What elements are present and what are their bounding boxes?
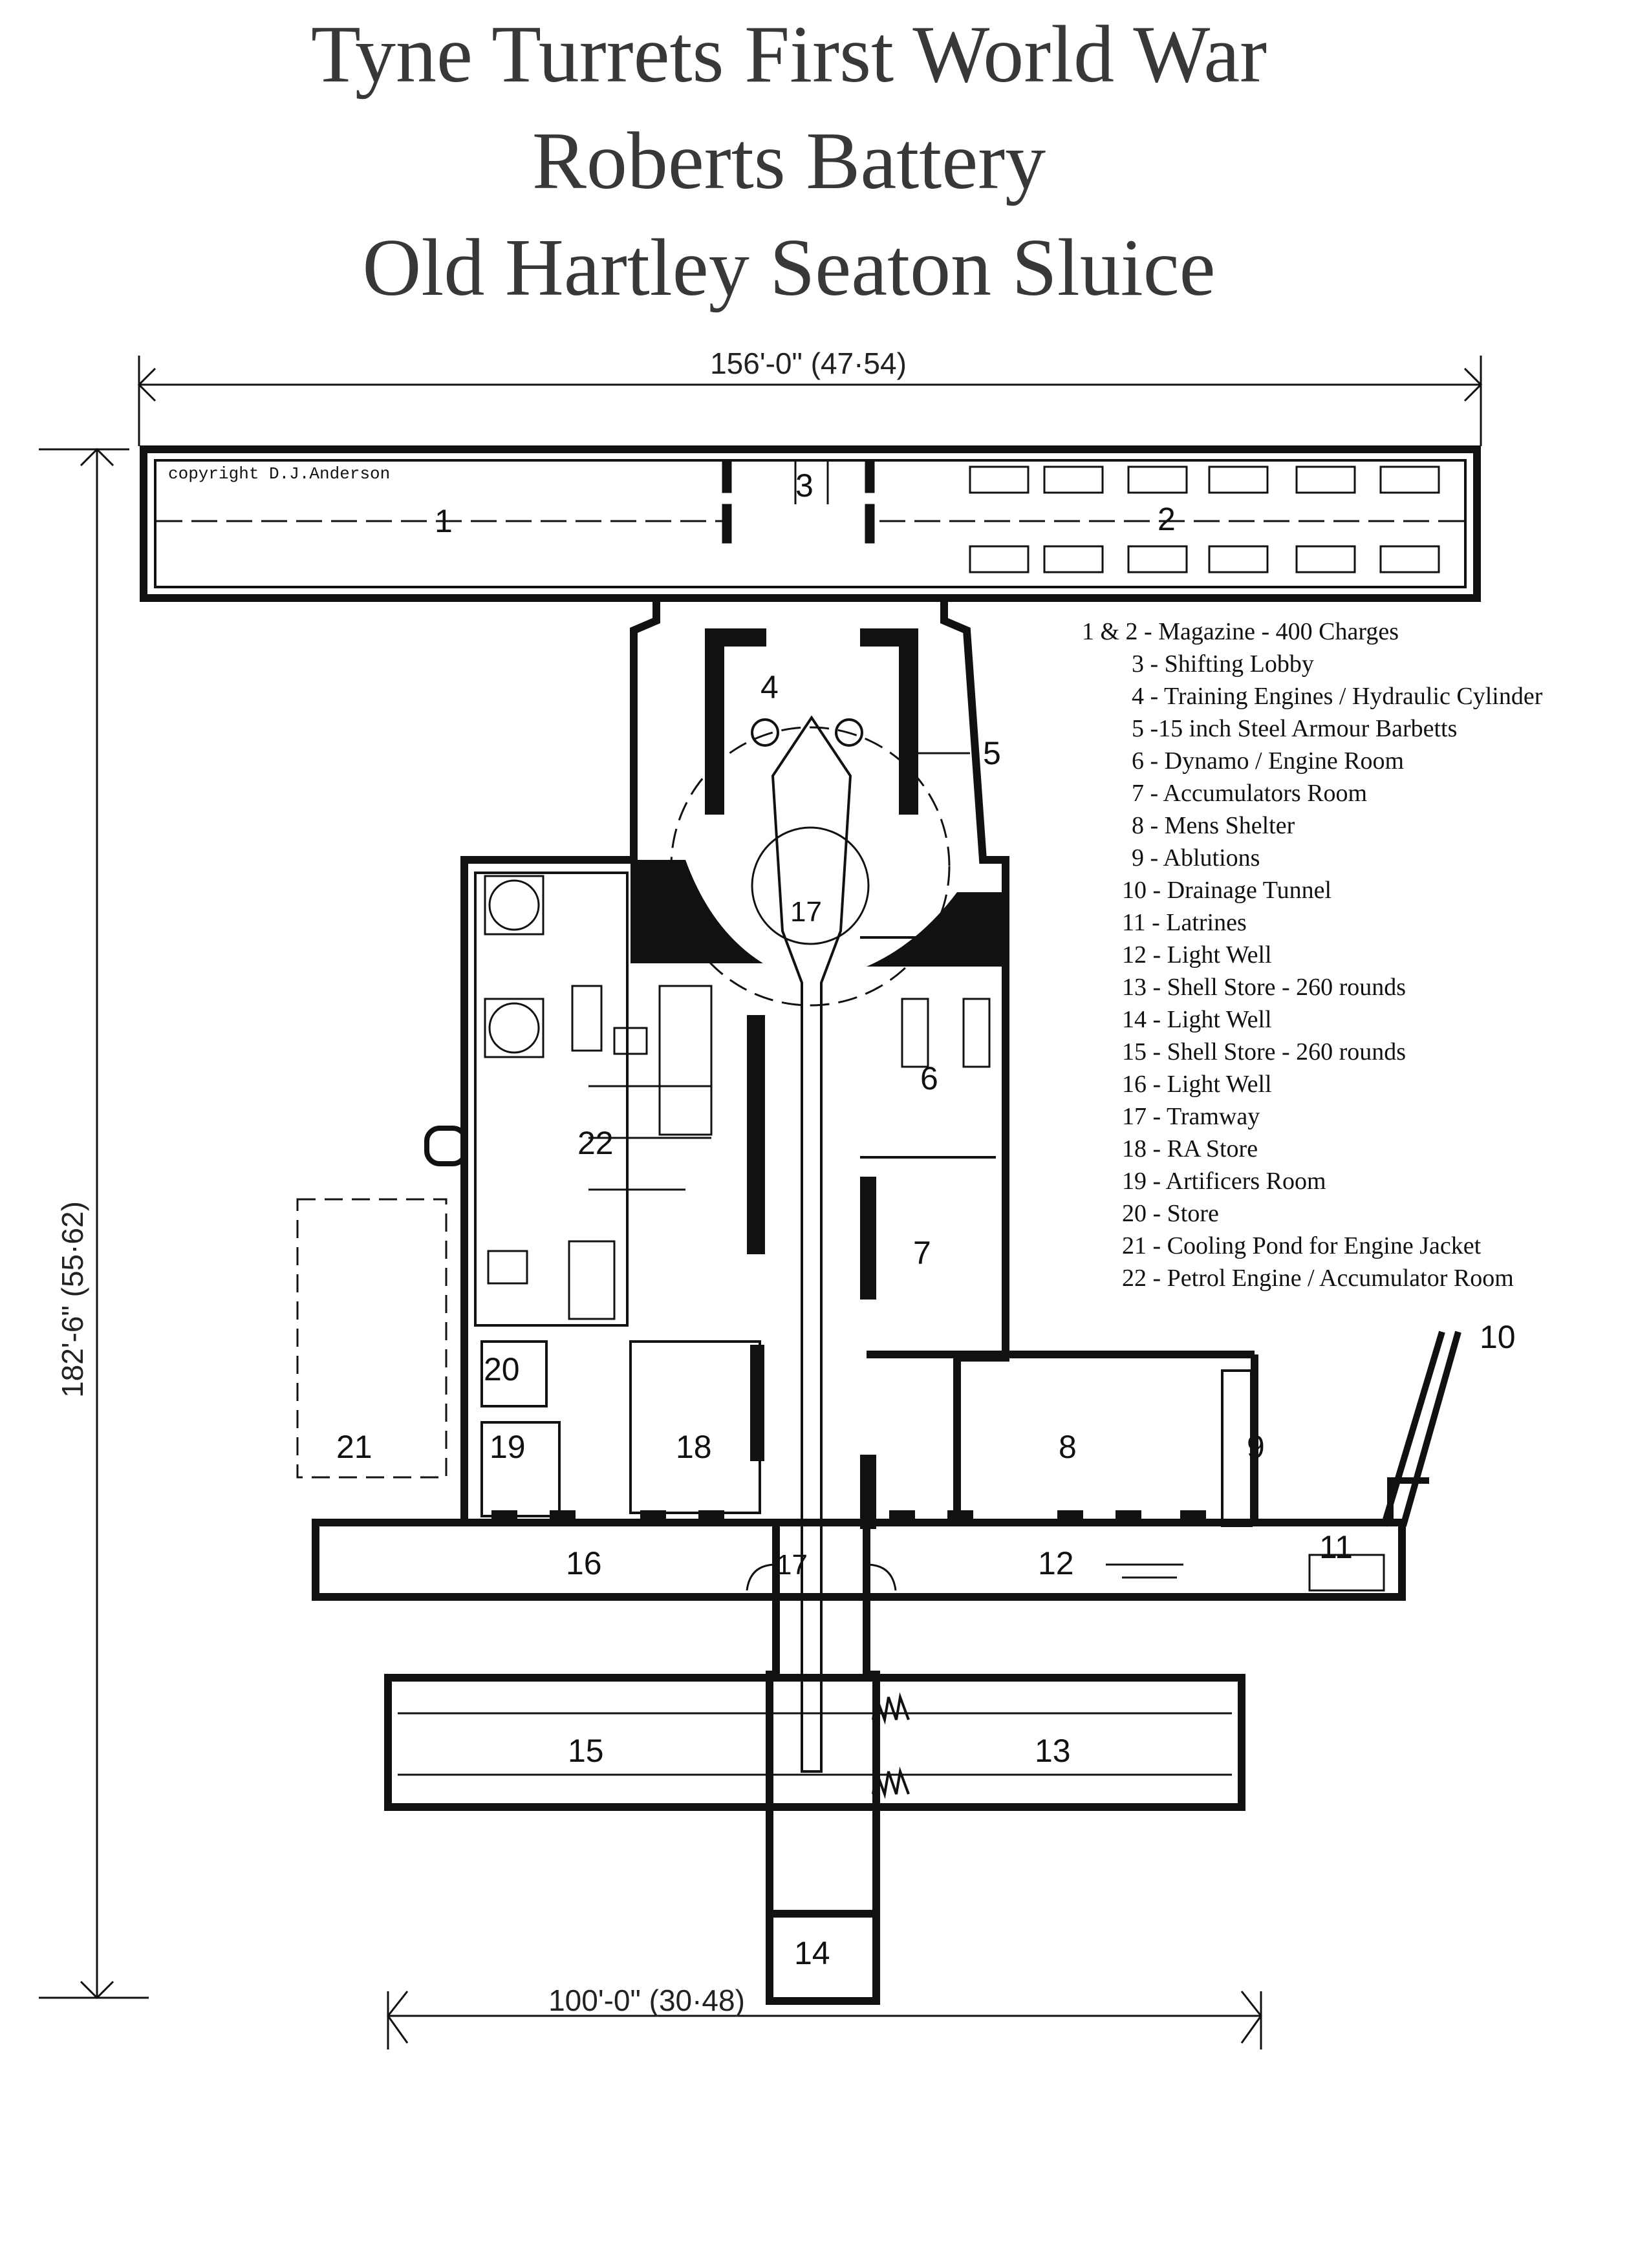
room-label-22: 22 — [577, 1125, 614, 1161]
top-dimension-label: 156'-0" (47·54) — [710, 347, 907, 380]
room-label-17-tramway-top: 17 — [790, 896, 822, 928]
room-label-12: 12 — [1038, 1545, 1074, 1581]
title-line-1: Tyne Turrets First World War — [310, 10, 1267, 100]
room-label-16: 16 — [566, 1545, 602, 1581]
legend-item: 4 - Training Engines / Hydraulic Cylinde… — [1132, 683, 1543, 710]
legend-item: 3 - Shifting Lobby — [1132, 650, 1314, 678]
legend-item: 14 - Light Well — [1122, 1006, 1272, 1033]
legend-item: 5 -15 inch Steel Armour Barbetts — [1132, 715, 1458, 742]
legend-item: 18 - RA Store — [1122, 1135, 1258, 1162]
legend-item: 22 - Petrol Engine / Accumulator Room — [1122, 1265, 1514, 1292]
room-label-2: 2 — [1158, 501, 1176, 537]
legend-item: 21 - Cooling Pond for Engine Jacket — [1122, 1232, 1482, 1259]
left-dimension — [39, 447, 149, 2000]
room-label-18: 18 — [676, 1429, 712, 1465]
room-label-15: 15 — [568, 1733, 604, 1769]
left-dimension-label: 182'-6" (55·62) — [56, 1201, 89, 1398]
legend-item: 1 & 2 - Magazine - 400 Charges — [1082, 618, 1399, 645]
legend-item: 17 - Tramway — [1122, 1103, 1260, 1130]
shell-store — [384, 1674, 1245, 2005]
room-label-14: 14 — [794, 1935, 830, 1971]
room-label-13: 13 — [1035, 1733, 1071, 1769]
room-label-11: 11 — [1319, 1529, 1353, 1565]
bottom-dimension — [387, 1991, 1262, 2049]
room-label-9: 9 — [1247, 1429, 1265, 1465]
room-label-17-tramway-bottom: 17 — [776, 1549, 808, 1581]
legend-item: 16 - Light Well — [1122, 1071, 1272, 1098]
room-label-7: 7 — [913, 1235, 931, 1271]
copyright-note: copyright D.J.Anderson — [168, 464, 390, 484]
legend-item: 13 - Shell Store - 260 rounds — [1122, 974, 1406, 1001]
title-line-2: Roberts Battery — [532, 116, 1046, 206]
title-line-3: Old Hartley Seaton Sluice — [362, 223, 1216, 313]
legend-item: 6 - Dynamo / Engine Room — [1132, 747, 1405, 775]
legend-item: 12 - Light Well — [1122, 941, 1272, 968]
right-wing — [860, 936, 1258, 1529]
legend-item: 19 - Artificers Room — [1122, 1168, 1326, 1195]
room-label-1: 1 — [435, 503, 453, 539]
legend-item: 8 - Mens Shelter — [1132, 812, 1295, 839]
room-label-5: 5 — [983, 735, 1001, 771]
top-dimension — [137, 356, 1483, 446]
corridor — [312, 1331, 1461, 1601]
legend-item: 10 - Drainage Tunnel — [1122, 877, 1332, 904]
room-label-6: 6 — [920, 1060, 938, 1097]
barbette-area — [460, 598, 1009, 2005]
room-label-19: 19 — [490, 1429, 526, 1465]
bottom-dimension-label: 100'-0" (30·48) — [548, 1984, 745, 2017]
legend-item: 9 - Ablutions — [1132, 844, 1260, 872]
legend-item: 11 - Latrines — [1122, 909, 1247, 936]
legend-item: 20 - Store — [1122, 1200, 1219, 1227]
room-label-10: 10 — [1480, 1319, 1516, 1355]
left-wing — [296, 872, 765, 1517]
room-label-8: 8 — [1059, 1429, 1077, 1465]
magazine-block — [140, 445, 1481, 602]
room-label-4: 4 — [760, 669, 779, 705]
legend-item: 15 - Shell Store - 260 rounds — [1122, 1038, 1406, 1065]
room-label-21: 21 — [336, 1429, 372, 1465]
room-label-20: 20 — [484, 1351, 520, 1387]
legend-item: 7 - Accumulators Room — [1132, 780, 1368, 807]
room-label-3: 3 — [795, 467, 814, 504]
